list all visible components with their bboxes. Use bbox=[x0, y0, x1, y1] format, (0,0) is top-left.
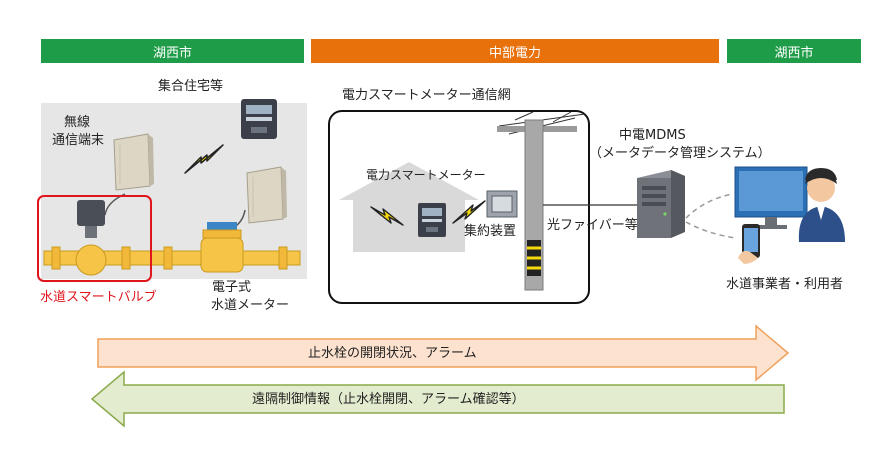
smart-valve-highlight bbox=[37, 195, 152, 282]
fiber-label: 光ファイバー等 bbox=[547, 218, 638, 233]
water-meter-label-2: 水道メーター bbox=[211, 298, 290, 313]
mdms-title: 中電MDMS bbox=[619, 128, 686, 143]
header-bar-label: 湖西市 bbox=[774, 45, 814, 61]
smartphone-icon bbox=[738, 224, 760, 264]
smart-meter-label: 電力スマートメーター bbox=[366, 168, 486, 182]
server-icon bbox=[637, 170, 685, 238]
forward-arrow-label: 止水栓の開閉状況、アラーム bbox=[308, 346, 477, 361]
house-icon bbox=[339, 162, 479, 252]
wireless-terminal-icon bbox=[246, 166, 287, 224]
concentrator-icon bbox=[486, 190, 518, 218]
header-bar-city-right: 湖西市 bbox=[727, 39, 861, 63]
network-link bbox=[685, 193, 737, 239]
wireless-signal-icon bbox=[452, 200, 486, 224]
users-label: 水道事業者・利用者 bbox=[726, 277, 844, 292]
user-person-icon bbox=[798, 168, 845, 242]
backward-arrow-label: 遠隔制御情報（止水栓開閉、アラーム確認等） bbox=[252, 392, 525, 407]
electric-meter-icon bbox=[418, 203, 446, 237]
network-title: 電力スマートメーター通信網 bbox=[342, 88, 511, 103]
utility-pole-icon bbox=[497, 111, 586, 291]
header-bar-label: 中部電力 bbox=[488, 45, 541, 61]
header-bar-label: 湖西市 bbox=[152, 45, 192, 61]
header-bar-chubu-electric: 中部電力 bbox=[311, 39, 719, 63]
wireless-signal-icon bbox=[370, 206, 404, 226]
electric-meter-icon bbox=[241, 99, 277, 139]
water-meter-label-1: 電子式 bbox=[212, 280, 252, 295]
smart-valve-icon bbox=[75, 200, 107, 276]
concentrator-label: 集約装置 bbox=[464, 224, 517, 239]
wireless-terminal-icon bbox=[113, 133, 154, 191]
mdms-subtitle: （メータデータ管理システム） bbox=[589, 146, 771, 161]
backward-arrow bbox=[90, 370, 785, 428]
monitor-icon bbox=[734, 166, 808, 229]
wireless-signal-icon bbox=[184, 144, 224, 174]
wireless-terminal-label-2: 通信端末 bbox=[52, 133, 105, 148]
wireless-terminal-label-1: 無線 bbox=[64, 115, 91, 130]
apartment-title: 集合住宅等 bbox=[158, 79, 224, 94]
header-bar-city-left: 湖西市 bbox=[41, 39, 304, 63]
water-meter-icon bbox=[200, 222, 244, 273]
forward-arrow bbox=[97, 324, 790, 382]
smart-valve-label: 水道スマートバルブ bbox=[40, 290, 157, 305]
